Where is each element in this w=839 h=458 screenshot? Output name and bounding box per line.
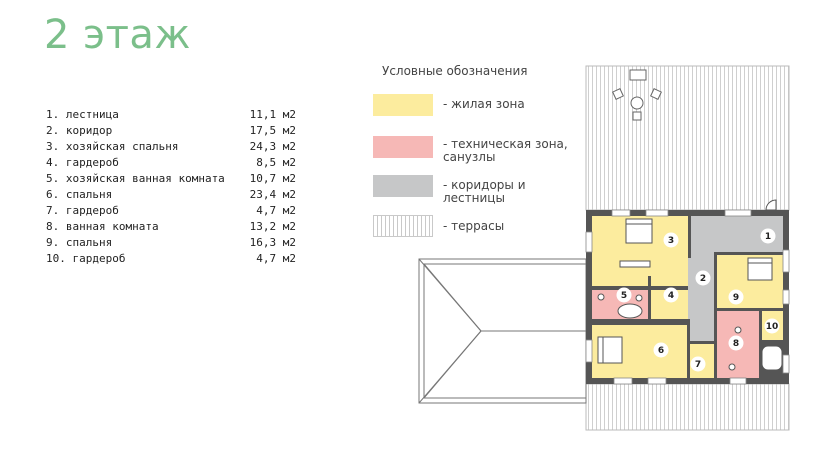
room-number-3: 3: [668, 236, 674, 246]
room-number-markers: 1 2 3 4 5 6 7 8 9 10: [616, 228, 780, 372]
legend-label: - коридоры и лестницы: [443, 178, 526, 205]
room-label: 3. хозяйская спальня: [46, 140, 179, 153]
room-area: 13,2 м2: [249, 220, 296, 233]
room-list-item: 1. лестница 11,1 м2: [46, 107, 296, 123]
room-label: 1. лестница: [46, 108, 119, 121]
legend-label: - террасы: [443, 219, 505, 233]
roof-outline: [418, 258, 587, 404]
room-area: 10,7 м2: [249, 172, 296, 185]
legend-swatch-technical: [373, 136, 433, 158]
room-list-item: 10. гардероб 4,7 м2: [46, 251, 296, 267]
legend-label: - техническая зона, санузлы: [443, 137, 568, 164]
room-label: 10. гардероб: [46, 252, 126, 265]
room-label: 8. ванная комната: [46, 220, 159, 233]
room-label: 9. спальня: [46, 236, 113, 249]
room-list: 1. лестница 11,1 м2 2. коридор 17,5 м2 3. …: [46, 107, 296, 267]
legend-swatch-corridor: [373, 175, 433, 197]
room-area: 17,5 м2: [249, 124, 296, 137]
room-number-6: 6: [658, 346, 664, 356]
room-list-item: 9. спальня 16,3 м2: [46, 235, 296, 251]
room-number-7: 7: [695, 360, 701, 370]
room-area: 4,7 м2: [256, 252, 296, 265]
room-number-2: 2: [700, 274, 706, 284]
room-list-item: 3. хозяйская спальня 24,3 м2: [46, 139, 296, 155]
room-list-item: 7. гардероб 4,7 м2: [46, 203, 296, 219]
room-label: 7. гардероб: [46, 204, 119, 217]
windows: [585, 209, 790, 385]
terrace-top: [585, 65, 790, 211]
room-number-5: 5: [621, 291, 627, 301]
room-number-1: 1: [765, 232, 771, 242]
room-number-9: 9: [733, 293, 739, 303]
room-label: 4. гардероб: [46, 156, 119, 169]
interior-walls: [592, 216, 783, 378]
room-area: 8,5 м2: [256, 156, 296, 169]
room-list-item: 5. хозяйская ванная комната 10,7 м2: [46, 171, 296, 187]
room-number-4: 4: [668, 291, 674, 301]
room-area: 23,4 м2: [249, 188, 296, 201]
room-number-8: 8: [733, 339, 739, 349]
terrace-bottom: [585, 383, 790, 431]
terrace-furniture: [612, 69, 662, 121]
room-number-10: 10: [766, 322, 779, 332]
room-list-item: 4. гардероб 8,5 м2: [46, 155, 296, 171]
room-label: 2. коридор: [46, 124, 113, 137]
legend-swatch-terrace: [373, 215, 433, 237]
room-list-item: 2. коридор 17,5 м2: [46, 123, 296, 139]
legend-title: Условные обозначения: [382, 64, 528, 78]
room-list-item: 6. спальня 23,4 м2: [46, 187, 296, 203]
room-area: 4,7 м2: [256, 204, 296, 217]
room-label: 5. хозяйская ванная комната: [46, 172, 225, 185]
room-area: 24,3 м2: [249, 140, 296, 153]
room-area: 16,3 м2: [249, 236, 296, 249]
furniture: [597, 199, 783, 371]
page-title: 2 этаж: [44, 12, 191, 58]
room-list-item: 8. ванная комната 13,2 м2: [46, 219, 296, 235]
room-area: 11,1 м2: [249, 108, 296, 121]
legend-swatch-living: [373, 94, 433, 116]
room-label: 6. спальня: [46, 188, 113, 201]
legend-label: - жилая зона: [443, 97, 525, 111]
